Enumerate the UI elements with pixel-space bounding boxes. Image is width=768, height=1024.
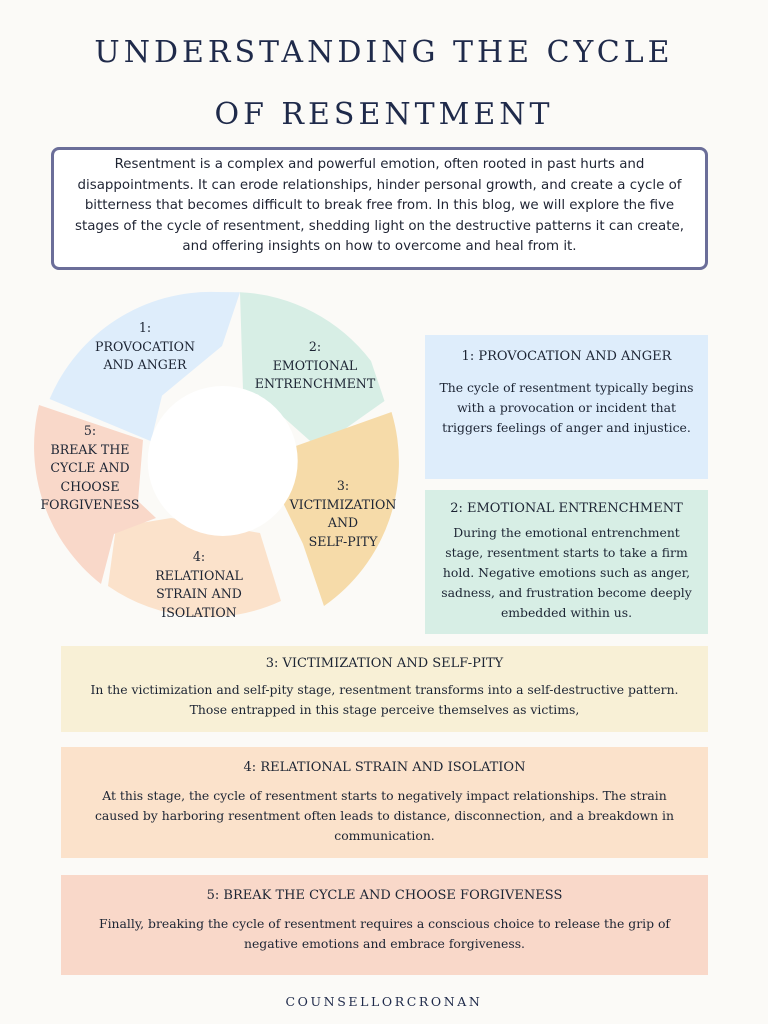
stage-card-title: 1: PROVOCATION AND ANGER <box>461 349 672 364</box>
stage-card-body: Finally, breaking the cycle of resentmen… <box>98 916 671 951</box>
cycle-wheel-svg <box>34 291 399 618</box>
title-line-2: OF RESENTMENT <box>214 97 554 132</box>
segment-label-3: 3: VICTIMIZATION AND SELF-PITY <box>289 478 397 549</box>
title-line-1: UNDERSTANDING THE CYCLE <box>94 35 674 70</box>
stage-card-title: 4: RELATIONAL STRAIN AND ISOLATION <box>243 760 526 775</box>
cycle-diagram: 1: PROVOCATION AND ANGER 2: EMOTIONAL EN… <box>28 286 408 646</box>
segment-label-5: 5: BREAK THE CYCLE AND CHOOSE FORGIVENES… <box>40 423 140 512</box>
cycle-center <box>147 386 298 536</box>
stage-card-2: 2: EMOTIONAL ENTRENCHMENT During the emo… <box>425 490 708 634</box>
cycle-segment-5 <box>34 405 156 584</box>
cycle-segment-3 <box>274 412 399 607</box>
cycle-segment-1 <box>49 291 240 442</box>
page-title: UNDERSTANDING THE CYCLE OF RESENTMENT <box>0 22 768 146</box>
stage-card-title: 3: VICTIMIZATION AND SELF-PITY <box>265 656 504 671</box>
cycle-segment-4 <box>108 518 281 618</box>
segment-label-2: 2: EMOTIONAL ENTRENCHMENT <box>254 339 376 391</box>
segment-label-4: 4: RELATIONAL STRAIN AND ISOLATION <box>155 549 243 620</box>
segment-label-1: 1: PROVOCATION AND ANGER <box>94 320 196 372</box>
footer-brand: COUNSELLORCRONAN <box>285 994 483 1009</box>
stage-card-1: 1: PROVOCATION AND ANGER The cycle of re… <box>425 335 708 479</box>
stage-card-body: During the emotional entrenchment stage,… <box>441 525 692 620</box>
stage-card-4: 4: RELATIONAL STRAIN AND ISOLATION At th… <box>61 747 708 858</box>
stage-card-body: The cycle of resentment typically begins… <box>439 380 694 435</box>
stage-card-body: In the victimization and self-pity stage… <box>90 682 679 717</box>
stage-card-5: 5: BREAK THE CYCLE AND CHOOSE FORGIVENES… <box>61 875 708 975</box>
stage-card-title: 5: BREAK THE CYCLE AND CHOOSE FORGIVENES… <box>206 888 563 903</box>
stage-card-3: 3: VICTIMIZATION AND SELF-PITY In the vi… <box>61 646 708 732</box>
stage-card-title: 2: EMOTIONAL ENTRENCHMENT <box>450 501 683 516</box>
stage-card-body: At this stage, the cycle of resentment s… <box>94 788 674 843</box>
intro-box: Resentment is a complex and powerful emo… <box>51 147 708 270</box>
